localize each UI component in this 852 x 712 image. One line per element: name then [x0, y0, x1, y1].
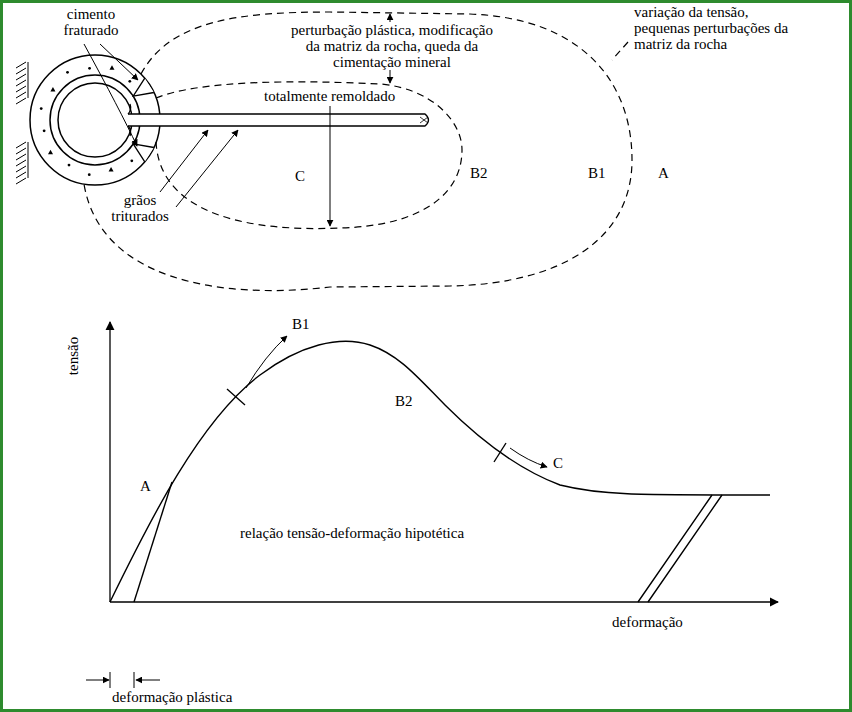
zone-arrow: [510, 448, 547, 467]
rock-hatching: [16, 178, 26, 184]
stress-strain-curve: [134, 482, 172, 602]
graph-axis: [110, 322, 778, 602]
callout-label: cimento fraturado: [58, 6, 124, 38]
perforation-tunnel: [128, 114, 429, 126]
zone-tick: [227, 389, 506, 462]
rock-hatching: [16, 80, 26, 86]
graph-axis: [109, 322, 110, 602]
perforation-tunnel: [126, 104, 429, 136]
zone-note: totalmente remoldado: [262, 88, 397, 104]
rock-hatching: [16, 62, 26, 68]
cement-aggregate: [128, 80, 131, 83]
steel-casing: [58, 83, 132, 157]
axis-label: tensão: [65, 337, 81, 375]
graph-axis: [110, 601, 778, 602]
zone-arrow: [246, 336, 547, 467]
leader-arrow: [390, 70, 391, 83]
rock-hatching: [16, 86, 26, 92]
zone-note: perturbação plástica, modificação da mat…: [283, 22, 501, 70]
steel-casing: [58, 83, 132, 157]
rock-hatching: [16, 172, 26, 178]
rock-hatching: [16, 98, 26, 104]
perforation-tunnel: [420, 117, 428, 123]
cement-aggregate: [66, 71, 69, 74]
cement-aggregate: [88, 67, 91, 70]
cement-aggregate: [88, 173, 91, 176]
cement-aggregate: [109, 167, 114, 172]
leader-arrow: [330, 106, 331, 226]
cement-aggregate: [40, 107, 43, 110]
zone-arrow: [246, 336, 287, 388]
cement-aggregate: [40, 65, 133, 176]
rock-hatching: [16, 154, 26, 160]
rock-hatching: [16, 68, 26, 74]
plastic-strain-dimension: [136, 680, 160, 681]
rock-hatching: [16, 160, 26, 166]
stress-strain-curve: [110, 341, 770, 602]
cement-crack: [133, 144, 154, 162]
perforation-tunnel: [126, 114, 166, 126]
zone-boundary: [612, 42, 628, 60]
rock-hatching: [16, 74, 26, 80]
dimension-label: deformação plástica: [112, 689, 232, 705]
zone-boundary: [156, 82, 462, 229]
callout-label: grãos triturados: [106, 192, 174, 224]
plastic-strain-dimension: [86, 672, 160, 688]
zone-letter: A: [658, 165, 669, 181]
zone-letter: B1: [292, 316, 310, 332]
cement-aggregate: [48, 150, 53, 155]
zone-boundary: [84, 12, 632, 291]
zone-letter: B2: [395, 393, 413, 409]
cement-aggregate: [43, 129, 46, 132]
zone-tick: [227, 389, 245, 405]
plastic-strain-dimension: [86, 680, 109, 681]
rock-hatching: [16, 142, 26, 148]
cement-aggregate: [109, 65, 114, 70]
stress-strain-curve: [638, 495, 722, 602]
zone-letter: B1: [588, 165, 606, 181]
stress-strain-curve: [110, 341, 770, 602]
rock-hatching: [28, 62, 29, 98]
leader-arrow: [100, 44, 138, 80]
zone-letter: A: [140, 478, 151, 494]
rock-hatching: [16, 166, 26, 172]
leader-arrow: [160, 130, 208, 192]
zone-letter: C: [553, 455, 563, 471]
cement-aggregate: [50, 87, 55, 92]
rock-hatching: [16, 92, 26, 98]
rock-hatching: [16, 148, 26, 154]
plastic-strain-dimension: [110, 672, 134, 688]
zone-letter: C: [295, 168, 305, 184]
zone-boundary: [84, 12, 632, 291]
cement-aggregate: [130, 159, 133, 162]
zone-letter: B2: [470, 165, 488, 181]
axis-label: deformação: [612, 614, 683, 630]
chart-note: relação tensão-deformação hipotética: [240, 525, 464, 541]
cement-crack: [133, 78, 154, 96]
rock-hatching: [16, 62, 28, 184]
zone-note: variação da tensão, pequenas perturbaçõe…: [634, 4, 794, 52]
cement-aggregate: [68, 164, 71, 167]
leader-arrow: [84, 44, 137, 146]
zone-tick: [494, 443, 506, 462]
rock-hatching: [28, 142, 29, 178]
leader-arrow: [176, 130, 238, 207]
